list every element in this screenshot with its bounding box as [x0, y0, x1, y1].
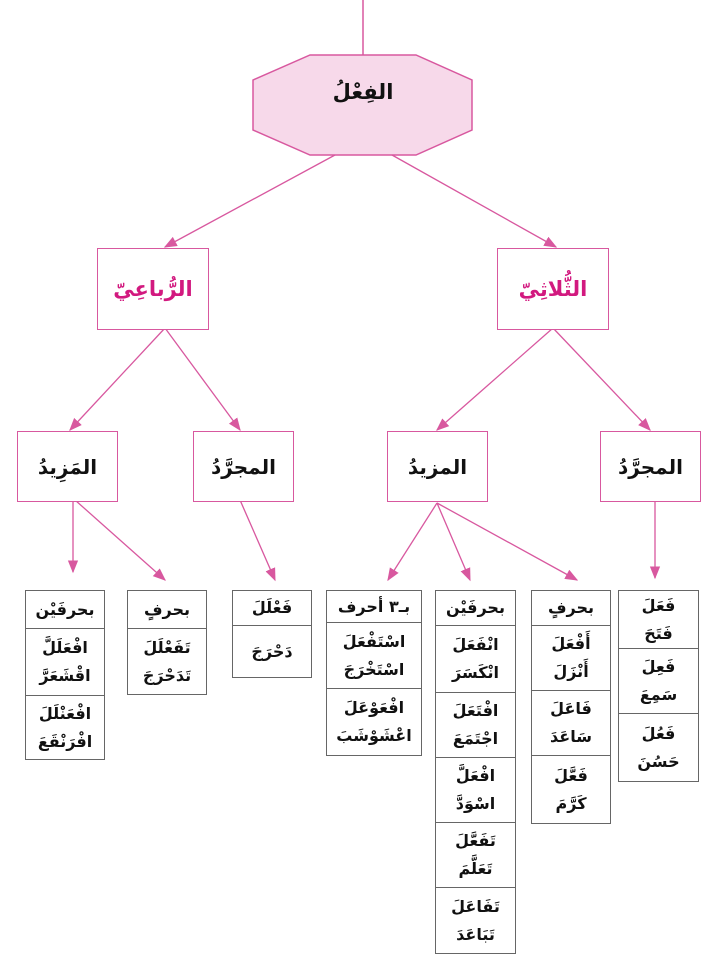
verb-example: كَرَّمَ: [555, 793, 587, 813]
verb-pattern: فَعْلَلَ: [251, 598, 293, 617]
verb-cell: تَفَاعَلَ تَبَاعَدَ: [436, 888, 515, 953]
root-hexagon: [252, 54, 473, 156]
verb-pattern: انْفَعَلَ: [452, 635, 499, 654]
verb-cell: دَحْرَجَ: [233, 626, 311, 677]
verb-cell: افْعَوْعَلَ اعْشَوْشَبَ: [327, 689, 421, 755]
arrow-tm-1: [436, 502, 579, 581]
column-header: فَعْلَلَ: [233, 591, 311, 626]
box-thulathi-mazeed: المزيدُ: [387, 431, 488, 502]
verb-example: تَدَحْرَجَ: [142, 665, 192, 685]
verb-pattern: فَعَّلَ: [554, 765, 588, 785]
arrow-rubaai-mazeed: [69, 327, 166, 431]
verb-cell: افْعَلَلَّ اقْشَعَرَّ: [26, 629, 104, 696]
verb-cell: افْعَنْلَلَ افْرَنْقَعَ: [26, 696, 104, 759]
verb-cell: فَعَّلَ كَرَّمَ: [532, 756, 610, 823]
verb-pattern: اسْتَفْعَلَ: [342, 631, 406, 651]
verb-cell: فَعَلَ فَتَحَ: [619, 591, 698, 649]
column-header: بـ٣ أحرف: [327, 591, 421, 623]
column-thulathi-mazeed-3: بـ٣ أحرف اسْتَفْعَلَ اسْتَخْرَجَ افْعَوْعَل…: [326, 590, 422, 756]
verb-example: سَمِعَ: [639, 685, 678, 704]
verb-example: فَتَحَ: [644, 623, 673, 643]
column-header: بحرفٍ: [532, 591, 610, 626]
verb-pattern: بحرفَيْن: [35, 599, 95, 619]
column-thulathi-mazeed-2: بحرفَيْن انْفَعَلَ انْكَسَرَ افْتَعَلَ اجْتَ…: [435, 590, 516, 954]
verb-cell: انْفَعَلَ انْكَسَرَ: [436, 626, 515, 693]
verb-pattern: افْعَلَّ: [455, 766, 496, 785]
column-header: بحرفَيْن: [436, 591, 515, 626]
verb-pattern: بحرفٍ: [143, 599, 191, 619]
column-thulathi-mazeed-1: بحرفٍ أَفْعَلَ أَنْزَلَ فَاعَلَ سَاعَدَ فَعَّ…: [531, 590, 611, 824]
column-thulathi-mujarrad: فَعَلَ فَتَحَ فَعِلَ سَمِعَ فَعُلَ حَسُنَ: [618, 590, 699, 782]
verb-pattern: بـ٣ أحرف: [337, 596, 411, 616]
root-label: الفِعْلُ: [332, 80, 394, 104]
arrow-rm-1: [74, 499, 166, 581]
column-header: بحرفَيْن: [26, 591, 104, 629]
verb-pattern: فَعِلَ: [641, 657, 676, 676]
verb-example: انْكَسَرَ: [451, 663, 500, 682]
verb-example: تَبَاعَدَ: [456, 924, 495, 944]
box-thulathi-mujarrad: المجرَّدُ: [600, 431, 701, 502]
verb-pattern: افْعَوْعَلَ: [343, 698, 405, 717]
verb-example: اقْشَعَرَّ: [39, 666, 91, 685]
verb-example: افْرَنْقَعَ: [37, 731, 93, 751]
box-rubaai-mujarrad: المجرَّدُ: [193, 431, 294, 502]
arrow-thulathi-mazeed: [436, 327, 554, 431]
verb-pattern: افْعَلَلَّ: [42, 638, 88, 657]
verb-pattern: افْتَعَلَ: [452, 701, 499, 720]
verb-cell: فَعِلَ سَمِعَ: [619, 649, 698, 714]
verb-example: اعْشَوْشَبَ: [336, 726, 412, 745]
arrow-tm-2: [436, 502, 471, 582]
box-thulathi: الثُّلاثِيّ: [497, 248, 609, 330]
verb-example: حَسُنَ: [637, 751, 680, 771]
box-rubaai: الرُّباعِيّ: [97, 248, 209, 330]
verb-pattern: تَفَعَّلَ: [455, 831, 496, 850]
verb-example: أَنْزَلَ: [553, 662, 589, 681]
verb-example: اجْتَمَعَ: [452, 729, 499, 748]
verb-pattern: بحرفٍ: [547, 598, 595, 617]
verb-cell: افْعَلَّ اسْوَدَّ: [436, 758, 515, 823]
arrow-rubaai-mujarrad: [164, 327, 241, 432]
verb-cell: فَعُلَ حَسُنَ: [619, 714, 698, 781]
verb-pattern: بحرفَيْن: [446, 598, 505, 617]
arrow-root-thulathi: [391, 154, 558, 248]
verb-cell: افْتَعَلَ اجْتَمَعَ: [436, 693, 515, 758]
verb-pattern: أَفْعَلَ: [551, 634, 591, 653]
verb-example: تَعَلَّمَ: [458, 859, 493, 878]
verb-example: اسْتَخْرَجَ: [343, 659, 405, 679]
verb-example: سَاعَدَ: [550, 727, 592, 746]
column-header: بحرفٍ: [128, 591, 206, 629]
arrow-tm-3: [387, 502, 438, 582]
verb-cell: اسْتَفْعَلَ اسْتَخْرَجَ: [327, 623, 421, 689]
verb-cell: تَفَعَّلَ تَعَلَّمَ: [436, 823, 515, 888]
verb-example: اسْوَدَّ: [455, 794, 496, 813]
verb-pattern: تَفَعْلَلَ: [143, 637, 191, 657]
column-rubaai-mazeed-1: بحرفٍ تَفَعْلَلَ تَدَحْرَجَ: [127, 590, 207, 695]
verb-pattern: افْعَنْلَلَ: [38, 703, 92, 723]
arrow-root-rubaai: [163, 154, 336, 248]
verb-cell: تَفَعْلَلَ تَدَحْرَجَ: [128, 629, 206, 694]
verb-pattern: تَفَاعَلَ: [451, 896, 500, 916]
verb-cell: أَفْعَلَ أَنْزَلَ: [532, 626, 610, 691]
verb-pattern: فَاعَلَ: [550, 699, 592, 718]
box-rubaai-mazeed: المَزِيدُ: [17, 431, 118, 502]
verb-pattern: دَحْرَجَ: [251, 641, 293, 661]
arrow-rmj: [239, 499, 276, 582]
verb-cell: فَاعَلَ سَاعَدَ: [532, 691, 610, 756]
verb-pattern: فَعَلَ: [641, 595, 676, 615]
arrow-thulathi-mujarrad: [552, 327, 651, 431]
column-rubaai-mujarrad: فَعْلَلَ دَحْرَجَ: [232, 590, 312, 678]
verb-pattern: فَعُلَ: [641, 723, 676, 743]
